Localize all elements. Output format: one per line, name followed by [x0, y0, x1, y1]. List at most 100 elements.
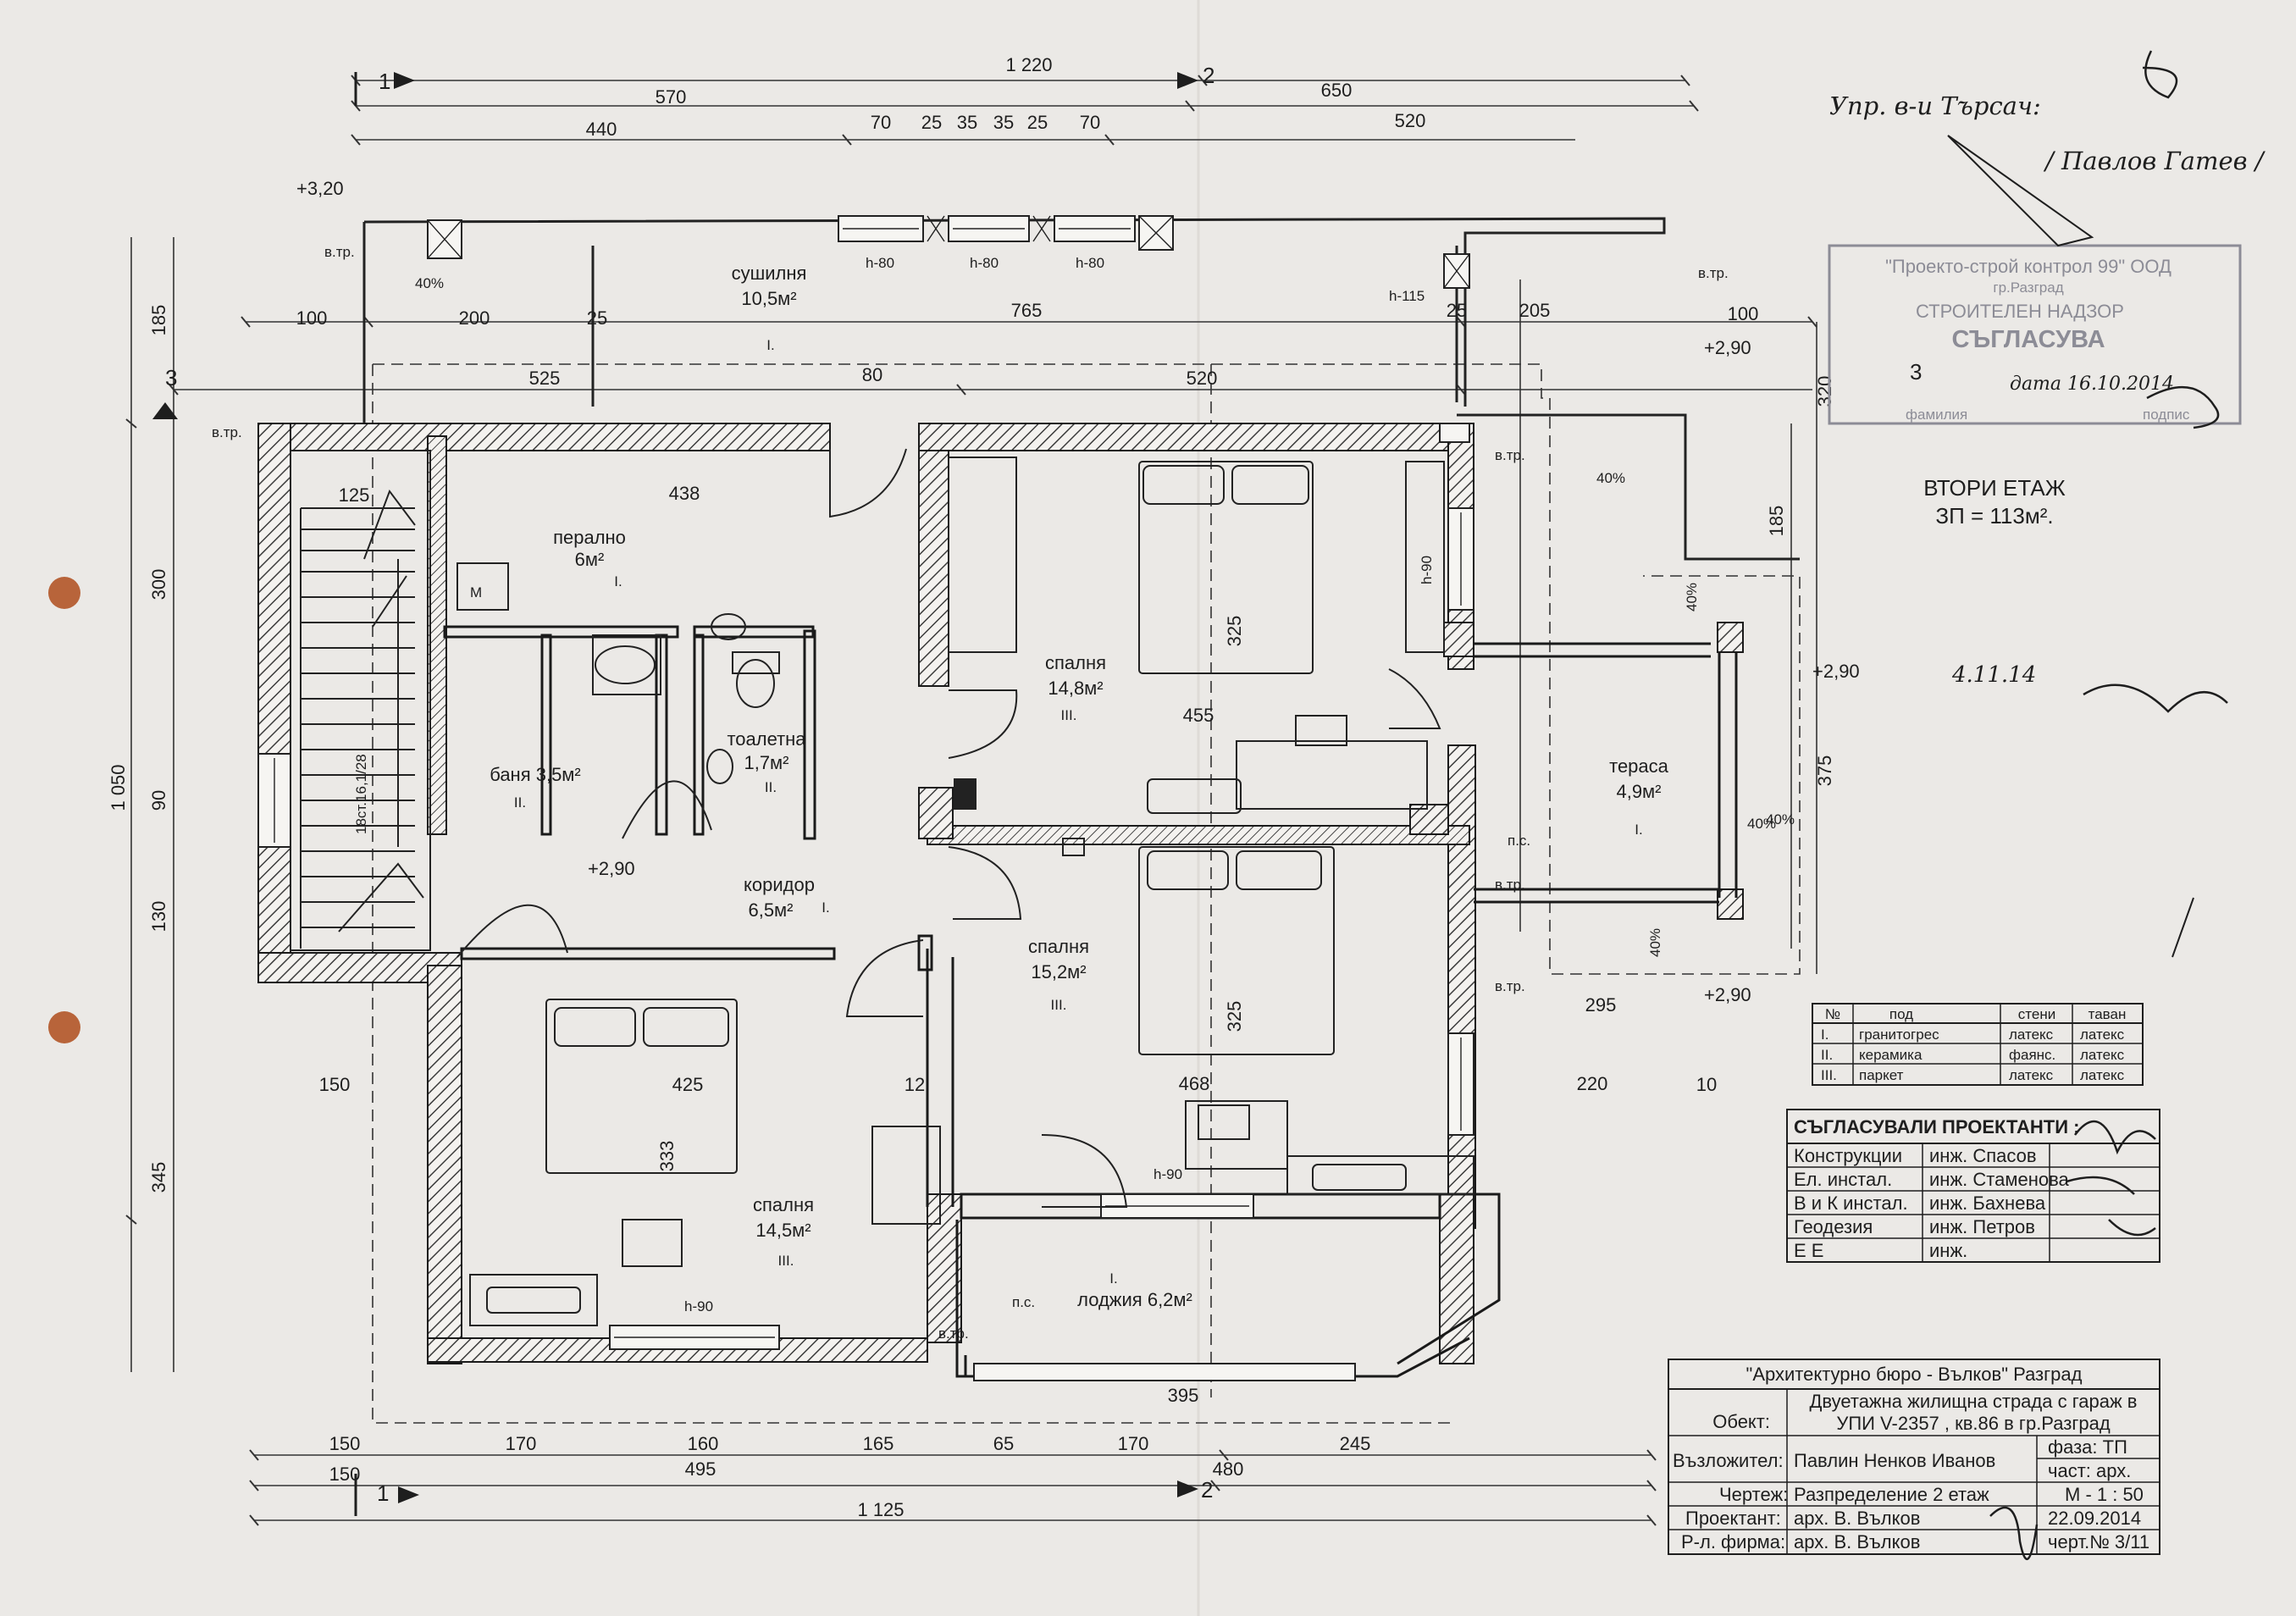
- room-code-bedroom-1: III.: [1061, 707, 1077, 723]
- slope-1: 40%: [415, 275, 444, 291]
- svg-text:300: 300: [148, 569, 169, 600]
- svg-text:Геодезия: Геодезия: [1794, 1216, 1873, 1237]
- svg-text:100: 100: [296, 307, 328, 329]
- svg-text:150: 150: [329, 1433, 361, 1454]
- svg-text:латекс: латекс: [2080, 1067, 2125, 1083]
- svg-text:25: 25: [1027, 112, 1048, 133]
- svg-text:латекс: латекс: [2009, 1067, 2054, 1083]
- svg-text:1 050: 1 050: [108, 764, 129, 811]
- svg-text:440: 440: [586, 119, 617, 140]
- level-roof: +3,20: [296, 178, 344, 199]
- room-name-corridor: коридор: [744, 874, 815, 895]
- svg-text:инж. Бахнева: инж. Бахнева: [1929, 1193, 2046, 1214]
- downpipe-label: в.тр.: [1495, 877, 1525, 893]
- svg-text:295: 295: [1585, 994, 1617, 1016]
- svg-text:гранитогрес: гранитогрес: [1859, 1027, 1939, 1043]
- svg-text:Проектант:: Проектант:: [1685, 1508, 1781, 1529]
- roof-parapet: [362, 217, 1800, 561]
- slope-3: 40%: [1684, 583, 1700, 612]
- svg-text:375: 375: [1814, 755, 1835, 787]
- svg-text:Е Е: Е Е: [1794, 1240, 1823, 1261]
- slope-5: 40%: [1647, 928, 1663, 957]
- downpipe-label: в.тр.: [1495, 447, 1525, 463]
- svg-text:12: 12: [905, 1074, 925, 1095]
- svg-text:520: 520: [1187, 368, 1218, 389]
- room-code-drying: I.: [766, 337, 774, 353]
- title-block: "Архитектурно бюро - Вълков" Разград Обе…: [1668, 1359, 2160, 1561]
- svg-text:165: 165: [863, 1433, 894, 1454]
- svg-text:УПИ V-2357 , кв.86 в гр.Разгра: УПИ V-2357 , кв.86 в гр.Разград: [1836, 1413, 2110, 1434]
- svg-text:4.11.14: 4.11.14: [1951, 662, 2036, 688]
- punch-hole: [48, 577, 80, 609]
- svg-text:паркет: паркет: [1859, 1067, 1904, 1083]
- room-area-drying: 10,5м²: [741, 288, 796, 309]
- svg-text:Разпределение 2 етаж: Разпределение 2 етаж: [1794, 1484, 1989, 1505]
- dimension-lines: [130, 80, 1817, 1521]
- level-marks: +3,20 +2,90 +2,90 +2,90 +2,90: [296, 178, 1860, 1005]
- svg-text:520: 520: [1395, 110, 1426, 131]
- slope-4: 40%: [1747, 816, 1776, 832]
- svg-text:гр.Разград: гр.Разград: [1993, 279, 2063, 296]
- slope-6: 40%: [1766, 811, 1795, 827]
- svg-text:В и К инстал.: В и К инстал.: [1794, 1193, 1908, 1214]
- room-name-terrace: тераса: [1609, 755, 1669, 777]
- room-name-bathroom: баня 3,5м²: [490, 764, 581, 785]
- room-code-bedroom-3: III.: [778, 1253, 794, 1269]
- sill-height-label: h-90: [684, 1298, 713, 1314]
- svg-text:1 125: 1 125: [857, 1499, 904, 1520]
- svg-text:2: 2: [1203, 63, 1214, 88]
- room-area-corridor: 6,5м²: [748, 899, 793, 921]
- svg-text:25: 25: [587, 307, 607, 329]
- svg-text:25: 25: [1447, 300, 1467, 321]
- svg-text:1 220: 1 220: [1005, 54, 1052, 75]
- floor-area: ЗП = 113м².: [1935, 503, 2053, 529]
- bottom-dimensions: 150 170 160 165 65 170 245 150 495 480 1…: [329, 1433, 1371, 1520]
- svg-text:25: 25: [921, 112, 942, 133]
- room-name-laundry: перално: [553, 527, 626, 548]
- svg-text:1: 1: [379, 69, 390, 94]
- svg-text:3: 3: [1910, 359, 1922, 385]
- section-markers: [152, 72, 1198, 1516]
- level-right-top: +2,90: [1704, 337, 1751, 358]
- svg-text:345: 345: [148, 1162, 169, 1193]
- svg-text:Упр. в-и Търсач:: Упр. в-и Търсач:: [1829, 91, 2041, 120]
- window-glass-lines: [274, 215, 1470, 1338]
- svg-text:70: 70: [871, 112, 891, 133]
- svg-text:част: арх.: част: арх.: [2048, 1460, 2131, 1481]
- svg-text:185: 185: [1766, 506, 1787, 537]
- sill-height-label: h-80: [1076, 255, 1104, 271]
- svg-text:395: 395: [1168, 1385, 1199, 1406]
- svg-text:№: №: [1825, 1006, 1840, 1022]
- svg-text:325: 325: [1224, 1001, 1245, 1032]
- svg-text:черт.№ 3/11: черт.№ 3/11: [2048, 1531, 2149, 1552]
- svg-text:стени: стени: [2018, 1006, 2055, 1022]
- misc-marks: в.тр. в.тр. в.тр. в.тр. в.тр. в.тр. в.тр…: [212, 244, 1729, 1342]
- svg-text:Ел. инстал.: Ел. инстал.: [1794, 1169, 1892, 1190]
- svg-text:III.: III.: [1821, 1067, 1837, 1083]
- svg-text:205: 205: [1519, 300, 1551, 321]
- svg-text:фамилия: фамилия: [1906, 407, 1967, 423]
- handwritten-notes: Упр. в-и Търсач: / Павлов Гатев / 4.11.1…: [1829, 50, 2266, 958]
- svg-text:М - 1 : 50: М - 1 : 50: [2065, 1484, 2144, 1505]
- svg-text:245: 245: [1340, 1433, 1371, 1454]
- svg-text:инж. Петров: инж. Петров: [1929, 1216, 2035, 1237]
- svg-text:35: 35: [957, 112, 977, 133]
- svg-text:185: 185: [148, 305, 169, 336]
- svg-text:2: 2: [1201, 1477, 1213, 1503]
- svg-text:150: 150: [319, 1074, 351, 1095]
- washing-machine-mark: М: [470, 584, 482, 600]
- svg-text:инж. Спасов: инж. Спасов: [1929, 1145, 2037, 1166]
- svg-text:II.: II.: [1821, 1047, 1833, 1063]
- svg-text:100: 100: [1728, 303, 1759, 324]
- floor-drain-label: п.с.: [1012, 1294, 1035, 1310]
- lower-floor-outline: [372, 363, 1801, 1424]
- svg-text:90: 90: [148, 790, 169, 811]
- svg-text:765: 765: [1011, 300, 1043, 321]
- room-area-bedroom-3: 14,5м²: [755, 1220, 811, 1241]
- svg-text:480: 480: [1213, 1458, 1244, 1480]
- svg-text:Конструкции: Конструкции: [1794, 1145, 1902, 1166]
- room-name-bedroom-1: спалня: [1045, 652, 1106, 673]
- svg-text:325: 325: [1224, 616, 1245, 647]
- svg-text:латекс: латекс: [2080, 1047, 2125, 1063]
